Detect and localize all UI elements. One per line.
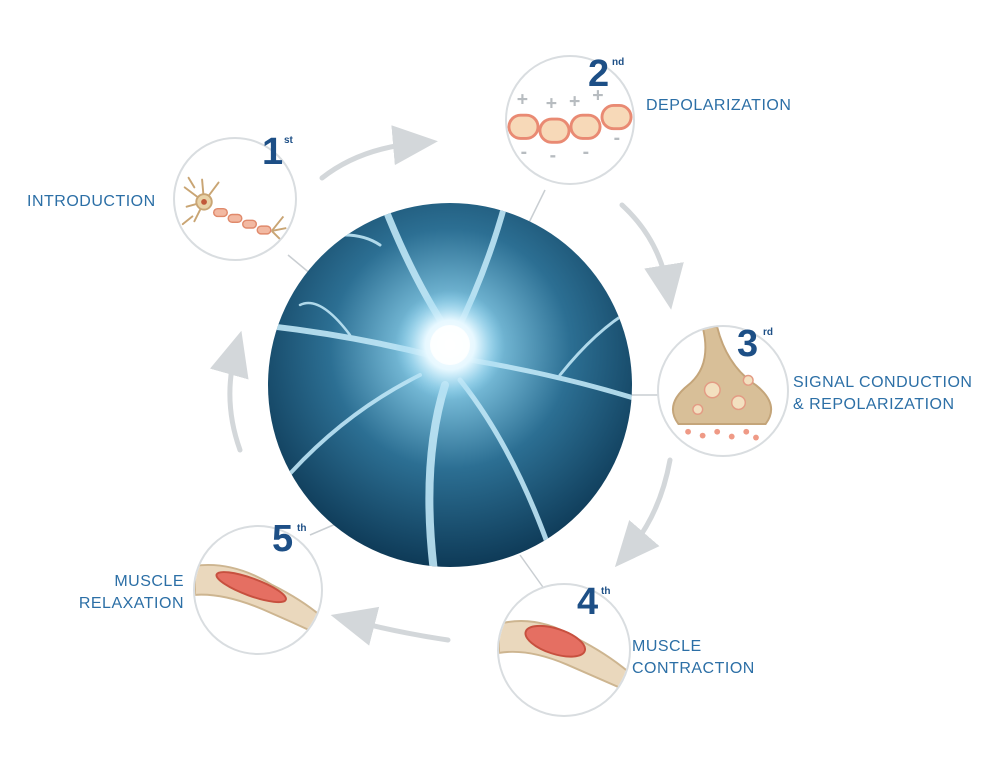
axon-charge-icon: + + + + - - - - — [507, 85, 633, 167]
central-neuron-illustration — [268, 203, 632, 567]
svg-text:-: - — [583, 141, 589, 163]
contracted-muscle-icon — [499, 620, 629, 693]
step-2-bubble: + + + + - - - - — [505, 55, 635, 185]
svg-text:-: - — [550, 145, 556, 167]
arrow-1-to-2 — [319, 125, 438, 181]
step-3-bubble — [657, 325, 789, 457]
step-4-ordinal: th — [601, 586, 611, 597]
svg-text:-: - — [614, 127, 620, 149]
svg-text:+: + — [546, 92, 557, 114]
step-2-ordinal: nd — [612, 57, 625, 68]
step-1-label: INTRODUCTION — [27, 193, 156, 210]
step-4-label: MUSCLE CONTRACTION — [632, 638, 755, 677]
step-2-label: DEPOLARIZATION — [646, 97, 792, 114]
step-4-number: 4 — [577, 581, 599, 623]
step-4-bubble — [497, 583, 631, 717]
step-3-number: 3 — [737, 323, 759, 365]
step-5-ordinal: th — [297, 523, 307, 534]
svg-text:-: - — [521, 141, 527, 163]
neuron-icon — [181, 176, 287, 242]
step-1-number: 1 — [262, 131, 284, 173]
step-3-ordinal: rd — [763, 327, 773, 338]
step-5-label: MUSCLE RELAXATION — [78, 573, 184, 612]
step-5-bubble — [193, 525, 323, 655]
arrow-3-to-4 — [614, 457, 673, 568]
svg-text:+: + — [569, 90, 580, 112]
step-5-number: 5 — [272, 518, 294, 560]
svg-text:+: + — [517, 88, 528, 110]
step-1-bubble — [173, 137, 297, 261]
arrow-5-to-1 — [210, 330, 249, 453]
arrow-2-to-3 — [619, 202, 684, 310]
step-1-ordinal: st — [284, 135, 293, 146]
arrow-4-to-5 — [330, 606, 451, 646]
synapse-icon — [671, 327, 773, 441]
step-2-number: 2 — [588, 53, 610, 95]
step-3-label: SIGNAL CONDUCTION & REPOLARIZATION — [793, 374, 973, 413]
relaxed-muscle-icon — [195, 564, 321, 637]
svg-text:+: + — [592, 85, 603, 107]
